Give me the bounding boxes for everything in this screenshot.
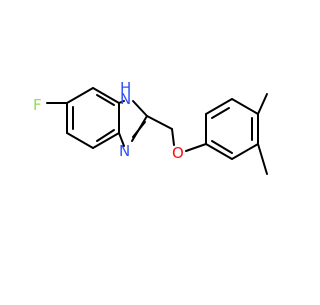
aromatic-inner-1: [96, 94, 115, 106]
bond-c4-c5: [66, 87, 94, 104]
bond-o-aryl: [185, 143, 207, 152]
atom-label-nitrogen-imine: N: [119, 142, 130, 160]
bond-ar-3: [231, 98, 259, 115]
molecule-svg: F H N N O: [33, 79, 268, 175]
bond-ar-6: [205, 143, 233, 160]
atom-label-nitrogen-nh: N: [120, 90, 131, 108]
bond-c8-c9: [66, 132, 94, 149]
bond-ch2-o: [171, 128, 175, 146]
molecule-diagram: F H N N O: [33, 79, 268, 175]
bond-ar-5: [231, 143, 259, 160]
bond-methyl-top: [257, 93, 268, 115]
atom-label-hydrogen: H: [120, 79, 131, 97]
bond-n-c: [118, 132, 125, 147]
bond-c7-c8: [92, 132, 120, 149]
bond-c-nh: [118, 100, 125, 104]
bond-c2-ch2: [146, 115, 173, 130]
bond-ar-2: [205, 98, 233, 115]
bond-nh-c2: [132, 100, 148, 117]
bonds: [46, 87, 268, 175]
atom-label-oxygen: O: [172, 144, 184, 162]
bond-c5-c6: [92, 87, 120, 104]
bond-methyl-bottom: [257, 143, 268, 175]
aromatic-inner-6: [211, 140, 233, 154]
bond-c2-n-double: [132, 121, 146, 138]
aromatic-inner-2: [96, 129, 115, 142]
atom-label-fluorine: F: [33, 96, 42, 114]
aromatic-inner-4: [211, 107, 230, 119]
